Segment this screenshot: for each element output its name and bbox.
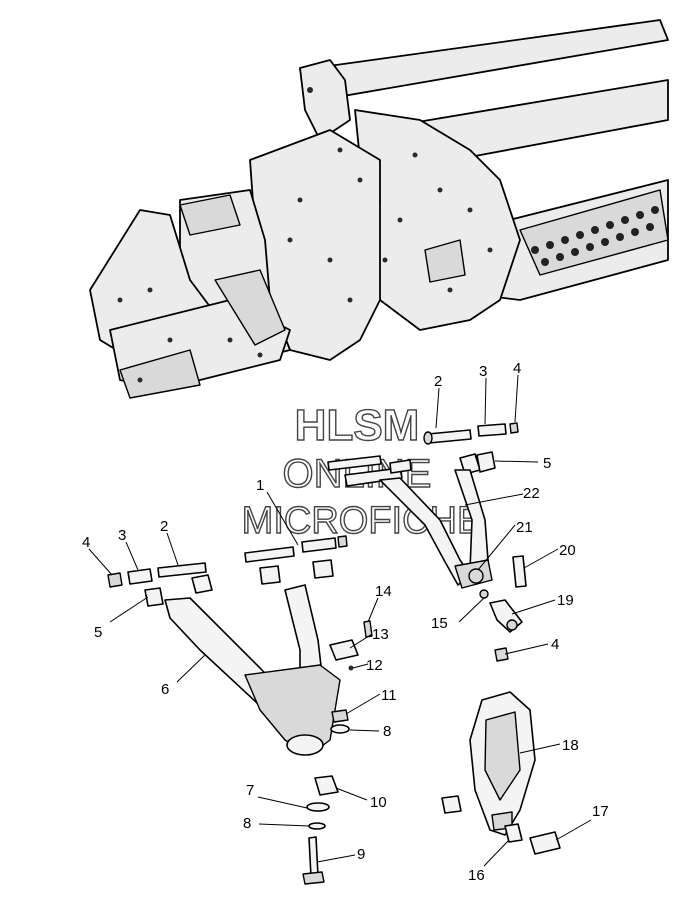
callout-8-lower: 8 bbox=[243, 815, 251, 832]
callout-1: 1 bbox=[256, 477, 264, 494]
callout-11: 11 bbox=[381, 687, 397, 704]
callout-17: 17 bbox=[592, 803, 609, 820]
callout-19: 19 bbox=[557, 592, 574, 609]
callout-21: 21 bbox=[516, 519, 533, 536]
callout-8-upper: 8 bbox=[383, 723, 391, 740]
callout-4-left: 4 bbox=[82, 534, 90, 551]
callout-12: 12 bbox=[366, 657, 383, 674]
callout-2-upper: 2 bbox=[434, 373, 442, 390]
callout-13: 13 bbox=[372, 626, 389, 643]
upper-a-arm-assembly bbox=[327, 422, 519, 589]
footrest-grid bbox=[519, 189, 669, 276]
chassis-frame bbox=[89, 19, 669, 399]
callout-7: 7 bbox=[246, 782, 254, 799]
frame-holes bbox=[117, 87, 493, 383]
callout-14: 14 bbox=[375, 583, 392, 600]
callout-4-right: 4 bbox=[551, 636, 559, 653]
callout-3-upper: 3 bbox=[479, 363, 487, 380]
callout-9: 9 bbox=[357, 846, 365, 863]
leader-lines bbox=[88, 374, 592, 867]
watermark-line-1: HLSM bbox=[295, 401, 420, 450]
spindle-assembly bbox=[441, 555, 561, 855]
callout-16: 16 bbox=[468, 867, 485, 884]
callout-20: 20 bbox=[559, 542, 576, 559]
callout-4-upper: 4 bbox=[513, 360, 521, 377]
callout-numbers: 2 3 4 5 1 22 21 20 4 3 2 5 14 13 12 15 1… bbox=[82, 360, 609, 884]
callout-5-upper: 5 bbox=[543, 455, 551, 472]
callout-15: 15 bbox=[431, 615, 448, 632]
callout-18: 18 bbox=[562, 737, 579, 754]
callout-3-left: 3 bbox=[118, 527, 126, 544]
callout-5-left: 5 bbox=[94, 624, 102, 641]
callout-10: 10 bbox=[370, 794, 387, 811]
watermark: HLSM ONLINE MICROFICHE bbox=[241, 400, 483, 542]
callout-22: 22 bbox=[523, 485, 540, 502]
callout-2-left: 2 bbox=[160, 518, 168, 535]
lower-a-arm-assembly bbox=[107, 535, 373, 885]
callout-6: 6 bbox=[161, 681, 169, 698]
